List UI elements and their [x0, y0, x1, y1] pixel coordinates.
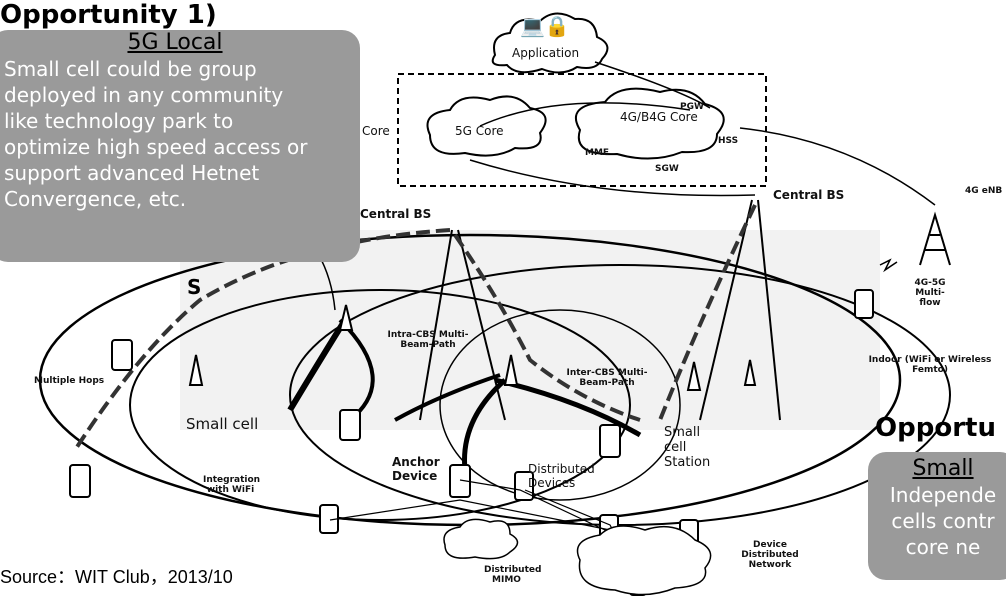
small-cell-antenna-icon — [686, 361, 702, 391]
sgw-label: SGW — [655, 164, 679, 174]
enb-label: 4G eNB — [965, 186, 1003, 196]
application-label: Application — [512, 46, 580, 60]
device-icon — [599, 424, 621, 458]
title-left: Opportunity 1) — [0, 0, 217, 30]
5g-core-cloud — [426, 95, 547, 157]
callout-right-line: Independe — [889, 483, 997, 507]
callout-left-line: Small cell could be group — [4, 57, 257, 81]
inter-cbs-label: Inter-CBS Multi-Beam-Path — [566, 368, 648, 388]
small-cell-station-label: Small cell Station — [664, 425, 711, 470]
device-icon — [339, 409, 361, 441]
distributed-mimo-cloud — [443, 518, 519, 560]
device-icon — [854, 289, 874, 319]
hss-label: HSS — [718, 136, 739, 146]
anchor-device-label: Anchor Device — [392, 455, 440, 483]
multiflow-label: 4G-5G Multi-flow — [914, 278, 946, 308]
left-ellipse — [129, 289, 631, 521]
beam-path-right — [658, 204, 757, 421]
enb-antenna-icon — [919, 211, 951, 266]
beam-solid-3 — [462, 378, 507, 471]
right-ellipse — [289, 264, 951, 526]
device-icon — [514, 471, 534, 501]
central-bs-left-label: Central BS — [360, 207, 432, 221]
pgw-label: PGW — [680, 102, 704, 112]
callout-right-line: cells contr — [891, 509, 995, 533]
application-cloud — [491, 12, 609, 74]
inner-ellipse — [439, 309, 681, 501]
central-bs-right-label: Central BS — [773, 188, 845, 202]
small-cell-partial-label: S — [187, 275, 202, 299]
callout-left-line: Convergence, etc. — [4, 187, 187, 211]
callout-right-heading: Small — [912, 456, 974, 481]
device-network-label: Device Distributed Network — [741, 540, 799, 570]
callout-left-line: like technology park to — [4, 109, 234, 133]
device-icon — [449, 464, 471, 498]
beam-solid-4 — [394, 373, 501, 422]
intra-cbs-label: Intra-CBS Multi-Beam-Path — [387, 330, 469, 350]
small-cell-antenna-icon — [503, 354, 519, 386]
core-label: Core — [362, 124, 390, 138]
source-caption: Source：WIT Club，2013/10 — [0, 567, 233, 587]
central-bs-right-tower — [699, 199, 781, 421]
device-network-cloud — [576, 525, 712, 596]
device-icon — [111, 339, 133, 371]
distributed-devices-label: Distributed Devices — [528, 462, 595, 490]
callout-left-line: support advanced Hetnet — [4, 161, 260, 185]
callout-right-line: core ne — [905, 535, 981, 559]
indoor-label: Indoor (WiFi or Wireless Femto) — [868, 355, 992, 375]
4g-core-cloud — [574, 87, 725, 160]
5g-core-label: 5G Core — [455, 124, 504, 138]
callout-left-line: deployed in any community — [4, 83, 284, 107]
beam-path-center — [453, 233, 641, 422]
device-icon — [69, 464, 91, 498]
callout-left-heading: 5G Local — [127, 30, 223, 55]
title-right: Opportu — [875, 413, 996, 443]
small-cell-label: Small cell — [186, 415, 259, 433]
computer-lock-icon: 💻🔒 — [520, 16, 570, 38]
4g-core-label: 4G/B4G Core — [620, 110, 698, 124]
distributed-mimo-label: Distributed MIMO — [484, 565, 542, 585]
multiple-hops-label: Multiple Hops — [34, 376, 105, 386]
small-cell-antenna-icon — [188, 354, 204, 386]
callout-left-line: optimize high speed access or — [4, 135, 308, 159]
small-cell-antenna-icon — [338, 304, 354, 331]
integration-wifi-label: Integration with WiFi — [203, 475, 261, 495]
small-cell-antenna-icon — [743, 359, 757, 386]
beam-path-left — [73, 228, 451, 452]
mme-label: MME — [585, 148, 610, 158]
callout-left: 5G Local Small cell could be group deplo… — [0, 30, 360, 262]
callout-right: Small Independe cells contr core ne — [868, 452, 1006, 580]
